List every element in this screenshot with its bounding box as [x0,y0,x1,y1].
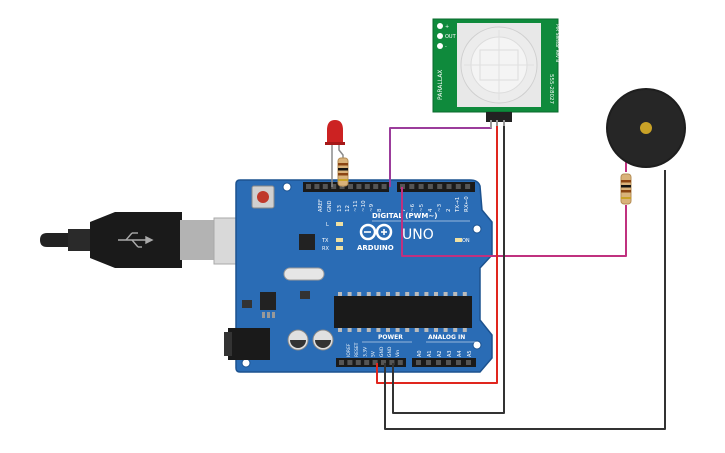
on-label: ON [462,238,470,244]
digital-pin-label: ~11 [353,200,359,212]
wire-purple-pir-out[interactable] [389,117,492,187]
crystal-oscillator [283,267,325,281]
power-jack [224,328,270,360]
analog-pin-label: A4 [457,350,463,357]
analog-pin-label: A3 [447,350,453,357]
digital-pin-label: 8 [377,208,383,212]
power-header [336,358,476,367]
power-pin-label: RESET [354,342,360,357]
piezo-buzzer[interactable] [606,88,686,168]
power-pin-label: GND [379,346,385,357]
digital-header [303,182,475,192]
power-pin-label: 3.3V [362,346,368,357]
pir-side-left-label: PARALLAX [437,70,444,100]
uno-model-text: UNO [402,227,434,243]
led-l-label: L [326,222,329,228]
digital-pin-label: 7 [401,208,407,212]
digital-pin-label: ~5 [419,203,425,212]
pir-pin-label: OUT [445,34,457,40]
power-pin-label: Vin [395,350,401,357]
led-rx-label: RX [322,246,329,252]
pir-sensor[interactable]: PARALLAX 555-28027 PIR Sensor Rev B + OUT… [432,18,560,128]
buzzer-resistor[interactable] [620,173,632,205]
digital-pin-label: 12 [345,205,351,212]
analog-pin-label: A2 [437,350,443,357]
infinity-icon [359,223,393,241]
analog-header-label: ANALOG IN [428,334,465,341]
usb-chip [299,234,315,250]
digital-header-label: DIGITAL (PWM~) [372,212,437,220]
pir-pin-label: - [445,44,447,50]
digital-pin-label: ~10 [361,200,367,212]
analog-pin-labels: A0 A1 A2 A3 A4 A5 [417,350,473,357]
voltage-regulator [260,292,276,310]
wires [331,117,666,430]
arduino-brand-text: ARDUINO [357,244,394,252]
power-header-label: POWER [378,334,403,341]
led-tx-label: TX [321,238,329,244]
gnd-top-label: GND [327,200,333,212]
pir-pin-label: + [445,24,449,30]
pir-side-right2-label: PIR Sensor Rev B [554,24,560,62]
power-pin-label: IOREF [346,343,352,357]
red-led[interactable] [325,120,345,145]
analog-pin-label: A5 [467,350,473,357]
power-pin-label: 5V [371,350,377,357]
reset-button[interactable] [251,185,275,209]
wire-black-buzzer-gnd[interactable] [384,170,666,430]
wire-black-pir-gnd[interactable] [392,125,505,414]
led-resistor[interactable] [337,157,349,187]
wire-red-5v[interactable] [376,125,498,384]
digital-pin-label: 4 [428,208,434,212]
digital-pin-label: ~6 [410,203,416,212]
aref-label: AREF [318,199,324,212]
onboard-leds: L TX RX [321,222,343,252]
digital-pin-label: TX→1 [455,197,461,213]
digital-pin-label: 2 [446,209,452,213]
digital-pin-label: ~3 [437,203,443,212]
digital-pin-label: 13 [337,205,343,212]
arduino-logo: ARDUINO UNO [357,223,434,252]
usb-icon [118,232,154,248]
power-pin-label: GND [387,346,393,357]
digital-pin-label: ~9 [369,203,375,212]
atmega-chip [334,292,472,332]
capacitors [287,329,334,351]
pir-side-right-label: 555-28027 [548,74,554,104]
analog-pin-label: A0 [417,350,423,357]
digital-pin-label: RX←0 [464,196,470,212]
analog-pin-label: A1 [427,350,433,357]
